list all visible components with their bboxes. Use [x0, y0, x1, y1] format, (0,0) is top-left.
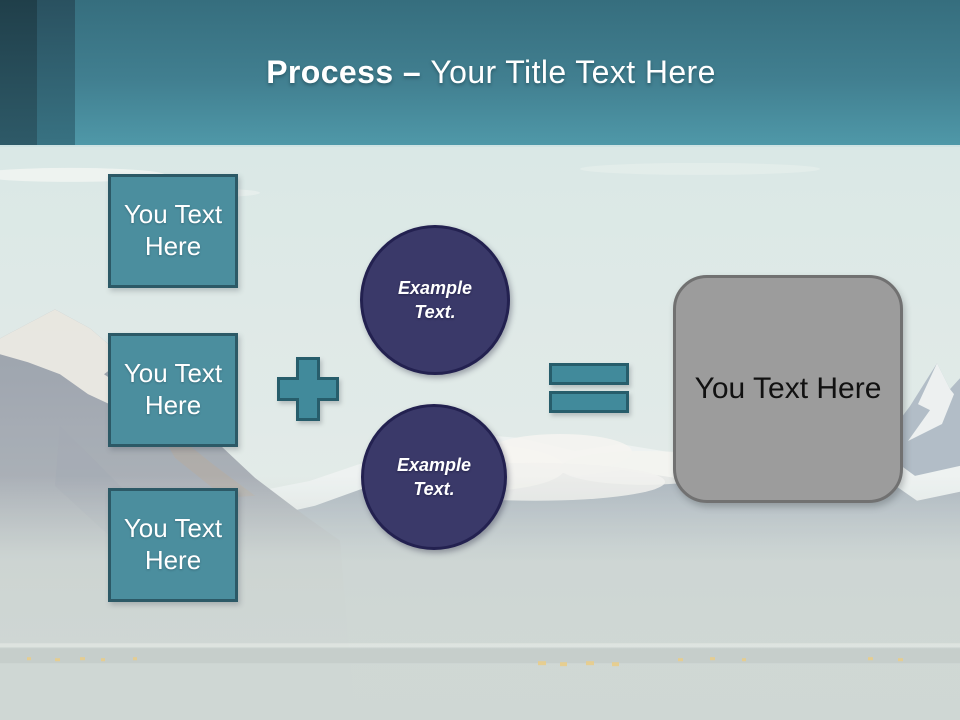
title-keyword: Process	[266, 54, 394, 90]
input-box-1-label: You Text Here	[123, 199, 223, 261]
title-dash: –	[402, 54, 422, 90]
result-box[interactable]: You Text Here	[673, 275, 903, 503]
equals-icon	[549, 363, 629, 413]
header-accent-stripe-dark	[0, 0, 37, 145]
input-box-3[interactable]: You Text Here	[108, 488, 238, 602]
title-subtitle: Your Title Text Here	[430, 54, 716, 90]
input-box-1[interactable]: You Text Here	[108, 174, 238, 288]
example-circle-1-label: Example Text.	[397, 277, 473, 322]
input-box-2[interactable]: You Text Here	[108, 333, 238, 447]
equals-shape[interactable]	[549, 363, 629, 413]
result-box-label: You Text Here	[694, 372, 882, 405]
header-accent-stripe-medium	[37, 0, 75, 145]
example-circle-1[interactable]: Example Text.	[360, 225, 510, 375]
input-box-2-label: You Text Here	[123, 358, 223, 420]
example-circle-2-label: Example Text.	[396, 454, 472, 499]
input-box-3-label: You Text Here	[123, 513, 223, 575]
plus-shape[interactable]	[277, 357, 339, 421]
example-circle-2[interactable]: Example Text.	[361, 404, 507, 550]
slide-title[interactable]: Process – Your Title Text Here	[0, 0, 960, 145]
plus-icon	[277, 357, 339, 421]
slide-header-band: Process – Your Title Text Here	[0, 0, 960, 145]
